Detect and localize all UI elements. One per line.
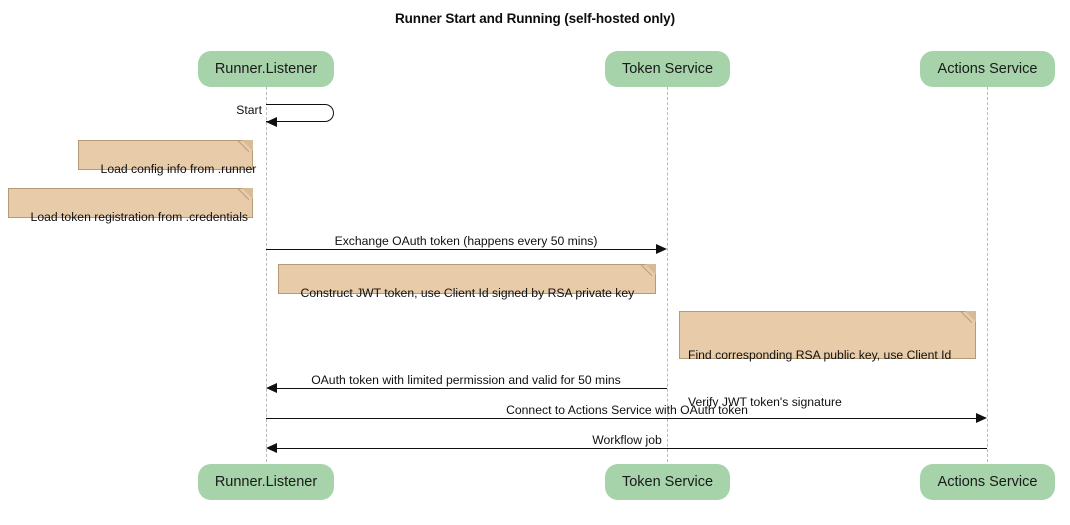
message-start-arrowhead <box>266 117 277 127</box>
participant-token-service-bottom[interactable]: Token Service <box>605 464 730 500</box>
note-load-config: Load config info from .runner <box>78 140 256 176</box>
note-text: Load token registration from .credential… <box>30 209 249 224</box>
participant-label: Token Service <box>621 474 714 490</box>
note-fold-line <box>961 311 976 326</box>
participant-actions-service-bottom[interactable]: Actions Service <box>920 464 1055 500</box>
note-construct-jwt: Construct JWT token, use Client Id signe… <box>278 264 656 300</box>
message-oauth-token-reply-arrowhead <box>266 383 277 393</box>
participant-runner-listener-bottom[interactable]: Runner.Listener <box>198 464 334 500</box>
note-text-line-2: Verify JWT token's signature <box>688 394 842 409</box>
note-text: Load config info from .runner <box>100 161 257 176</box>
message-exchange-oauth-token-arrowhead <box>656 244 667 254</box>
participant-runner-listener-top[interactable]: Runner.Listener <box>198 51 334 87</box>
note-fold-line <box>641 264 656 279</box>
participant-label: Actions Service <box>937 61 1038 77</box>
lifeline-runner <box>266 87 267 462</box>
message-connect-actions-service-arrowhead <box>976 413 987 423</box>
participant-label: Runner.Listener <box>214 474 318 490</box>
message-workflow-job-line <box>277 448 987 449</box>
note-load-token-registration: Load token registration from .credential… <box>8 188 253 224</box>
message-oauth-token-reply-label: OAuth token with limited permission and … <box>311 373 621 387</box>
diagram-title: Runner Start and Running (self-hosted on… <box>395 11 675 26</box>
message-exchange-oauth-token-label: Exchange OAuth token (happens every 50 m… <box>334 234 598 248</box>
participant-label: Runner.Listener <box>214 61 318 77</box>
participant-actions-service-top[interactable]: Actions Service <box>920 51 1055 87</box>
lifeline-token <box>667 87 668 462</box>
note-text-line-1: Find corresponding RSA public key, use C… <box>688 348 952 362</box>
message-connect-actions-service-line <box>266 418 976 419</box>
message-workflow-job-label: Workflow job <box>592 433 662 447</box>
note-fold-line <box>238 140 253 155</box>
message-oauth-token-reply-line <box>277 388 667 389</box>
message-connect-actions-service-label: Connect to Actions Service with OAuth to… <box>506 403 748 417</box>
participant-label: Actions Service <box>937 474 1038 490</box>
note-verify-jwt: Find corresponding RSA public key, use C… <box>679 311 976 409</box>
participant-label: Token Service <box>621 61 714 77</box>
note-fold-line <box>238 188 253 203</box>
message-workflow-job-arrowhead <box>266 443 277 453</box>
note-text: Construct JWT token, use Client Id signe… <box>300 285 635 300</box>
message-exchange-oauth-token-line <box>266 249 656 250</box>
message-start-label: Start <box>236 103 262 117</box>
participant-token-service-top[interactable]: Token Service <box>605 51 730 87</box>
message-start-loop <box>266 104 334 122</box>
lifeline-actions <box>987 87 988 462</box>
